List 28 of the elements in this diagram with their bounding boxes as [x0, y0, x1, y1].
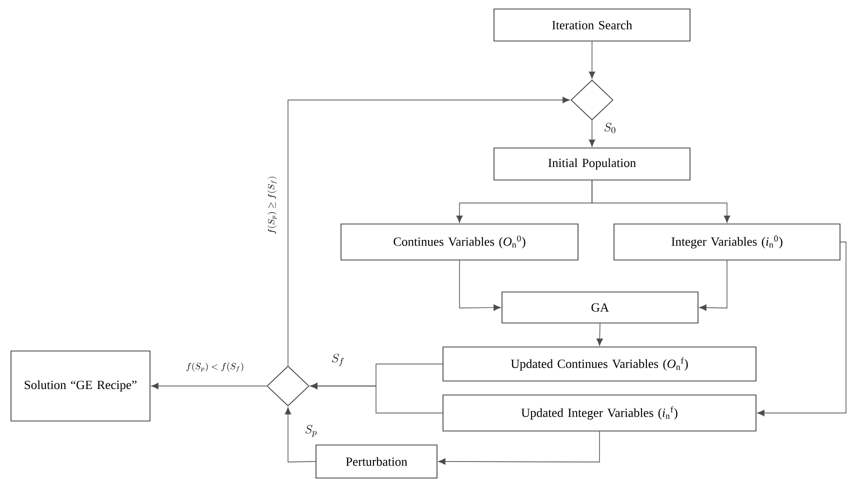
edge-label: $S_0$ [602, 122, 618, 134]
edge-label: $S_f$ [330, 352, 346, 368]
edge-label: $S_p$ [304, 424, 318, 438]
decision-diamond [570, 80, 614, 120]
process-box: Perturbation [316, 444, 438, 478]
edge-label: $f(S_p) \geq f(S_f)$ [266, 174, 278, 236]
arrow [284, 407, 316, 462]
process-box: Solution “GE Recipe” [10, 350, 150, 422]
arrow [699, 260, 728, 311]
arrow [596, 323, 603, 346]
process-box: GA [502, 292, 698, 324]
arrow [438, 431, 600, 465]
arrow [757, 242, 846, 416]
process-box: Initial Population [494, 148, 690, 180]
edge-label: $f(S_p) < f(S_f)$ [184, 362, 246, 372]
process-box: Integer Variables (i$_{n}$$^{0}$) [614, 224, 840, 260]
arrow [588, 41, 596, 79]
process-box: Continues Variables (O$_{n}$$^{0}$) [340, 224, 578, 260]
arrow [288, 96, 570, 366]
arrow [459, 260, 501, 311]
process-box: Updated Integer Variables (i$_{n}$$^{f}$) [442, 394, 756, 432]
arrow [588, 120, 596, 147]
process-box: Updated Continues Variables (O$_{n}$$^{f}$) [442, 346, 756, 382]
arrow [151, 382, 267, 390]
arrow [592, 180, 730, 223]
process-box: Iteration Search [494, 8, 690, 42]
arrow [310, 382, 443, 414]
decision-diamond [266, 366, 310, 406]
